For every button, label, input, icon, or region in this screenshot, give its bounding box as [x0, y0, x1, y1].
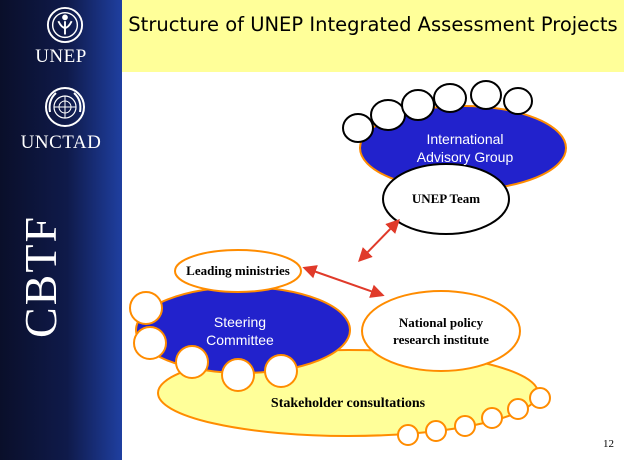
bubble: [133, 326, 167, 360]
bubble: [507, 398, 529, 420]
bubble: [397, 424, 419, 446]
steering-committee-label: Steering Committee: [206, 314, 274, 348]
bubble: [425, 420, 447, 442]
arrow-ministries-institute: [302, 265, 385, 298]
leading-ministries-ellipse: [174, 249, 302, 293]
un-emblem-icon: [45, 87, 85, 127]
unctad-label: UNCTAD: [20, 132, 102, 153]
bubble: [129, 291, 163, 325]
stakeholder-label: Stakeholder consultations: [270, 396, 426, 411]
bubble: [454, 415, 476, 437]
unep-logo-icon: [46, 6, 84, 44]
page-number: 12: [603, 438, 614, 450]
advisory-group-label: International Advisory Group: [416, 131, 514, 165]
unep-label: UNEP: [35, 46, 87, 67]
bubble: [264, 354, 298, 388]
bubble: [370, 99, 406, 131]
unep-team-label: UNEP Team: [411, 191, 481, 206]
title-band: [122, 0, 624, 72]
bubble: [470, 80, 502, 110]
national-policy-ellipse: [361, 290, 521, 372]
bubble: [175, 345, 209, 379]
bubble: [481, 407, 503, 429]
slide-title: Structure of UNEP Integrated Assessment …: [128, 13, 618, 36]
bubble: [221, 358, 255, 392]
national-policy-label: National policy research institute: [393, 315, 489, 347]
bubble: [433, 83, 467, 113]
unep-team-ellipse: [382, 163, 510, 235]
bubble: [503, 87, 533, 115]
leading-ministries-label: Leading ministries: [186, 263, 290, 278]
bubble: [401, 89, 435, 121]
bubble: [529, 387, 551, 409]
arrow-unep-team-ministries: [358, 218, 400, 263]
bubble: [342, 113, 374, 143]
sidebar: UNEP UNCTAD CBTF: [0, 0, 122, 460]
